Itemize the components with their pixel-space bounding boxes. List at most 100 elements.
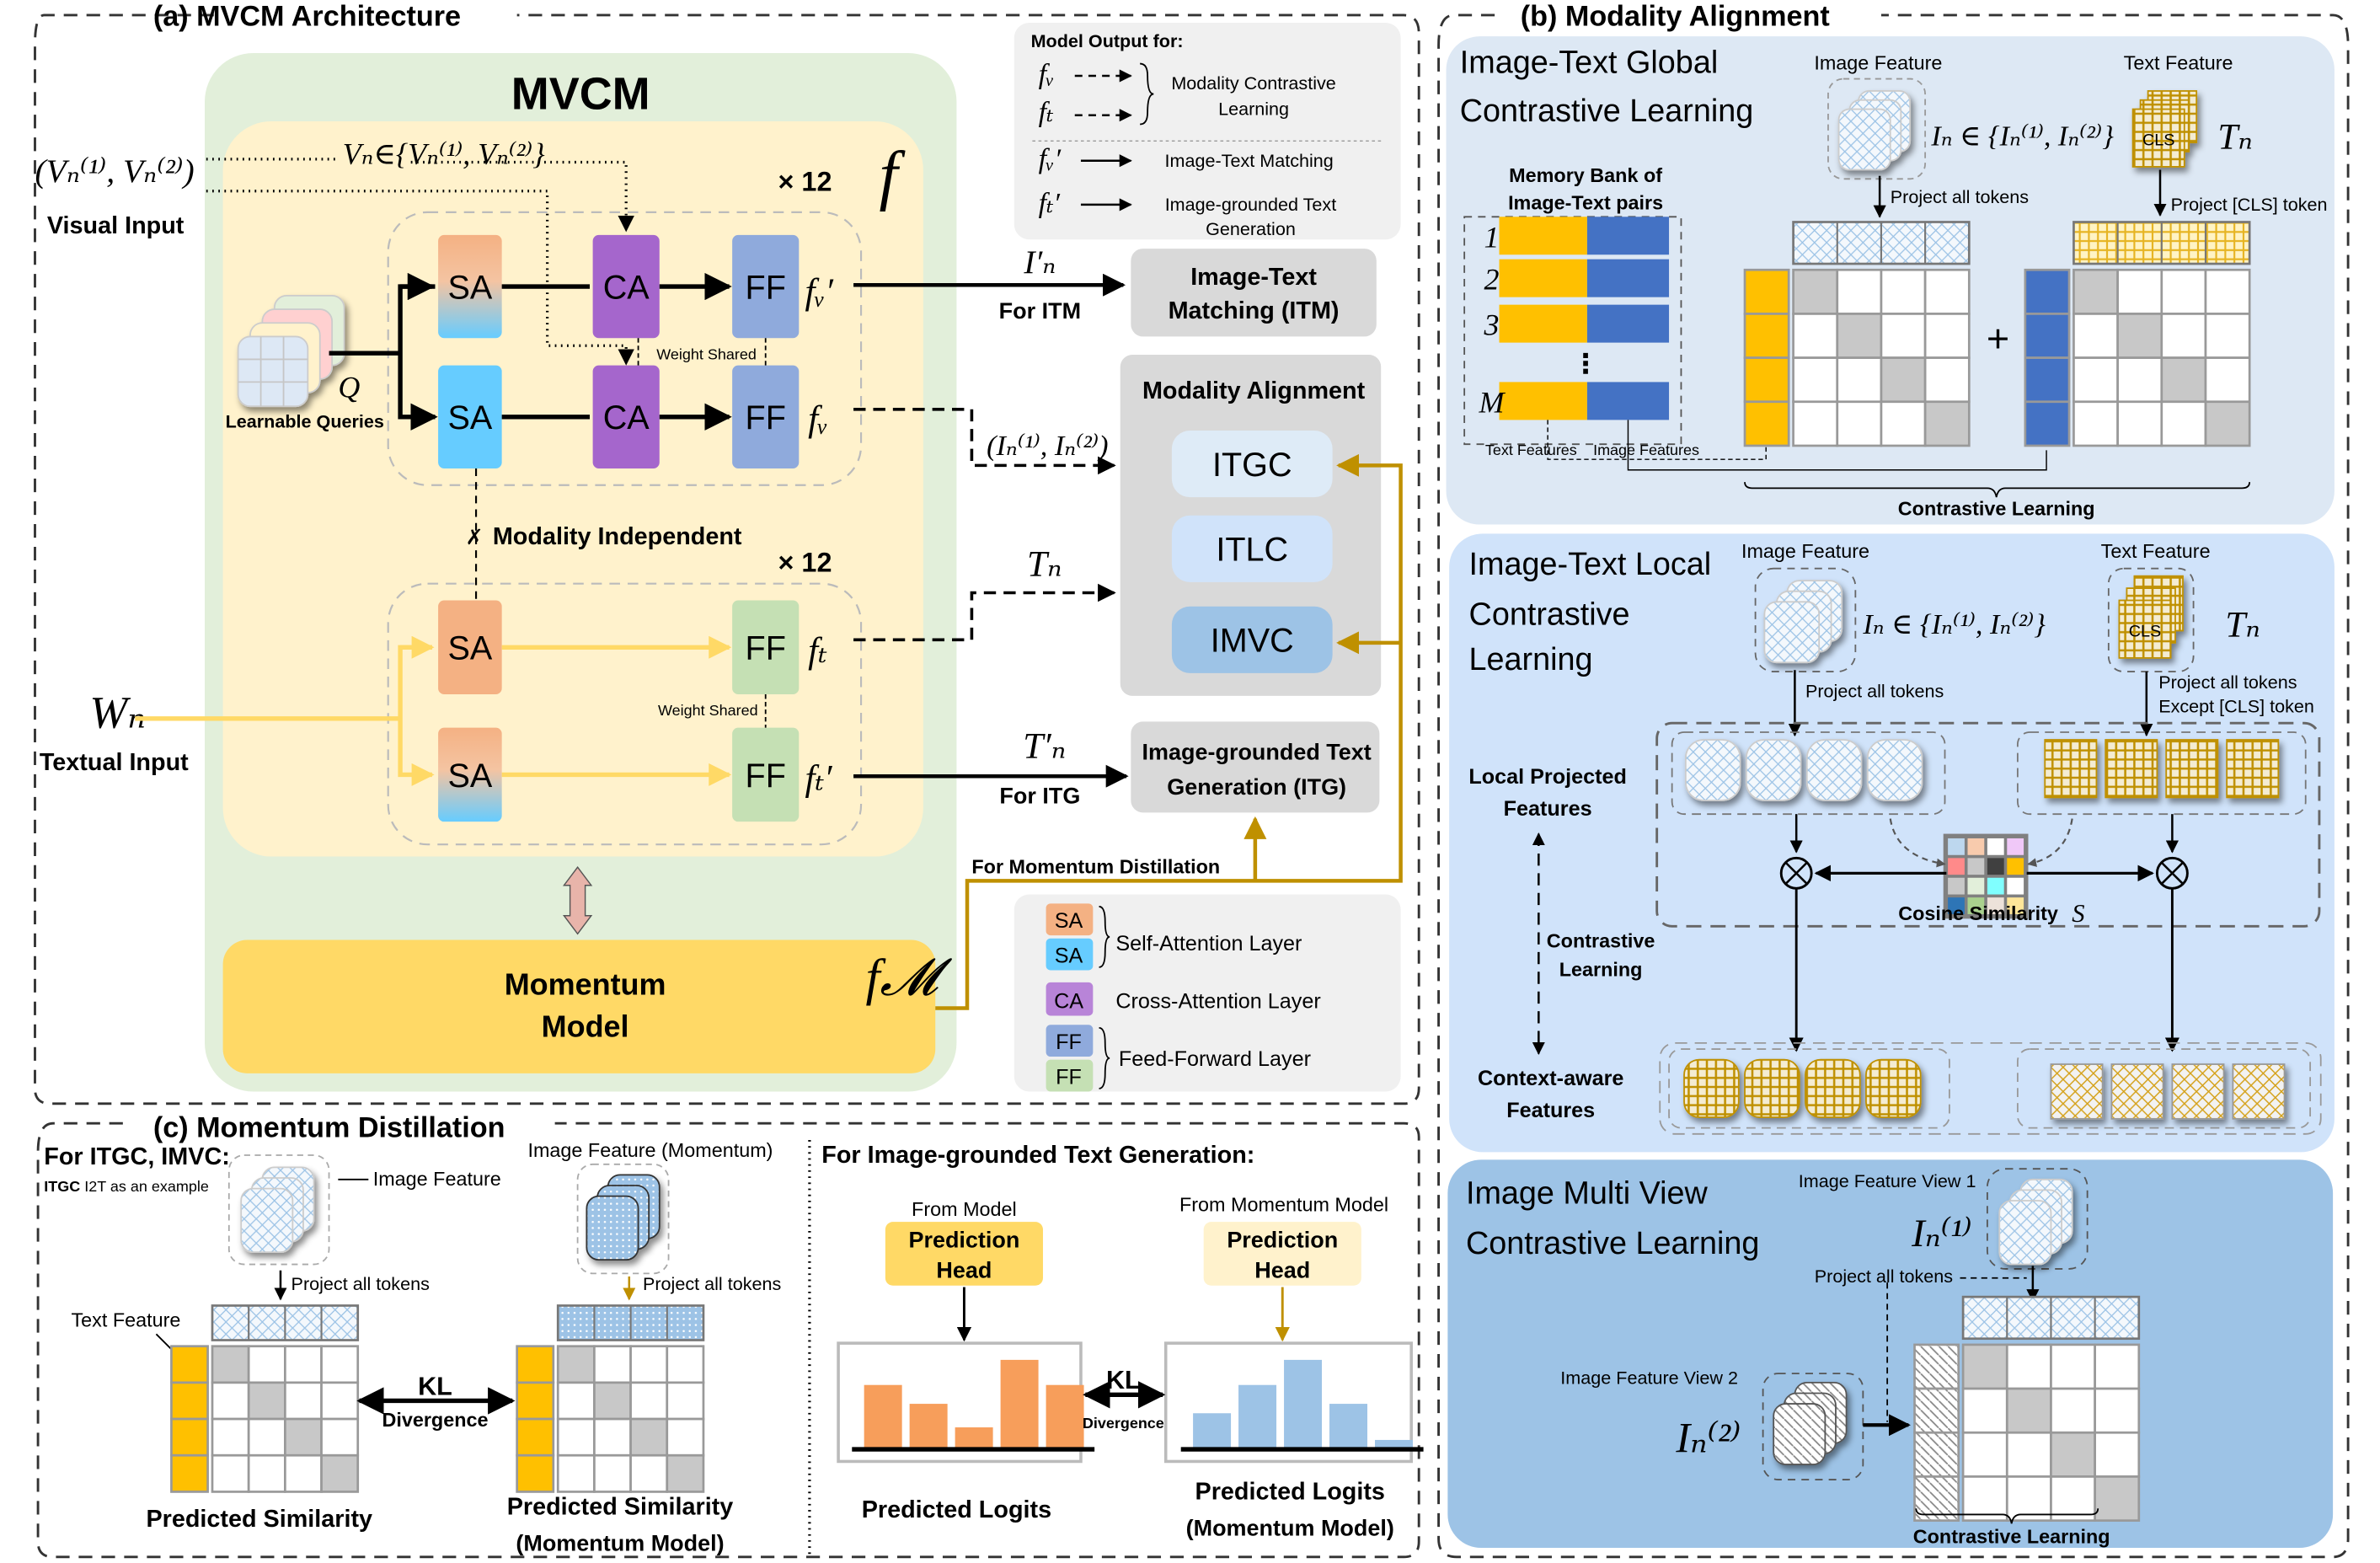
svg-text:From Model: From Model [912, 1198, 1017, 1220]
bank-text-feature [1499, 217, 1587, 255]
logit-bar [1000, 1359, 1039, 1448]
for-momentum-label: For Momentum Distillation [971, 855, 1220, 877]
text-feature-icon [2107, 567, 2195, 672]
negative-pair-cell [593, 1417, 632, 1457]
repeat-label-top: × 12 [778, 167, 832, 197]
bank-row-index: 2 [1484, 263, 1500, 297]
momentum-image-feature-icon [576, 1163, 670, 1275]
bank-row-index: 3 [1484, 308, 1500, 342]
svg-text:Contrastive Learning: Contrastive Learning [1913, 1526, 2110, 1548]
svg-text:Project all tokens: Project all tokens [291, 1273, 431, 1294]
svg-text:CA: CA [1054, 989, 1083, 1013]
svg-text:SA: SA [447, 757, 492, 795]
panel-b-title: (b) Modality Alignment [1521, 1, 1830, 33]
itg-box [1131, 721, 1380, 813]
svg-text:KL: KL [418, 1372, 452, 1400]
context-text-tokens [2050, 1063, 2286, 1120]
bank-text-feature [1499, 259, 1587, 297]
query-token-cell [2024, 313, 2071, 359]
ca-block [592, 365, 660, 468]
svg-text:Learning: Learning [1559, 959, 1643, 981]
svg-text:Image-Text Global: Image-Text Global [1460, 45, 1718, 80]
svg-text:Head: Head [936, 1258, 992, 1283]
negative-pair-cell [556, 1453, 596, 1493]
svg-text:KL: KL [1106, 1366, 1141, 1394]
svg-text:Head: Head [1254, 1258, 1310, 1283]
svg-text:Iₙ ∈ {Iₙ⁽¹⁾, Iₙ⁽²⁾}: Iₙ ∈ {Iₙ⁽¹⁾, Iₙ⁽²⁾} [1930, 121, 2114, 153]
negative-pair-cell [666, 1345, 705, 1384]
svg-text:fₜ′: fₜ′ [1039, 188, 1061, 219]
negative-pair-cell [1792, 400, 1839, 447]
similarity-cell [2007, 838, 2024, 855]
negative-pair-cell [1880, 400, 1927, 447]
positive-pair-cell [320, 1453, 360, 1493]
similarity-cell [2007, 858, 2024, 875]
positive-pair-cell [1880, 356, 1927, 404]
negative-pair-cell [556, 1417, 596, 1457]
negative-pair-cell [2160, 400, 2207, 447]
positive-pair-cell [629, 1417, 669, 1457]
negative-pair-cell [1836, 268, 1883, 315]
text-layer-stack [387, 582, 863, 846]
itgc-section: Image-Text Global Contrastive Learning I… [1446, 36, 2335, 525]
layer-legend [1014, 894, 1401, 1092]
svg-text:Contrastive Learning: Contrastive Learning [1898, 498, 2095, 520]
svg-text:Image Feature: Image Feature [373, 1168, 501, 1190]
ca-block [592, 234, 660, 339]
svg-text:Image-Text pairs: Image-Text pairs [1508, 191, 1663, 213]
svg-text:Predicted Similarity: Predicted Similarity [507, 1493, 734, 1520]
negative-pair-cell [247, 1345, 286, 1384]
negative-pair-cell [211, 1381, 250, 1421]
svg-text:Except [CLS] token: Except [CLS] token [2158, 696, 2314, 717]
negative-pair-cell [320, 1417, 360, 1457]
negative-pair-cell [320, 1381, 360, 1421]
query-token-cell [516, 1417, 555, 1457]
query-token-cell [1913, 1387, 1960, 1434]
positive-pair-cell [284, 1417, 323, 1457]
text-token [2165, 739, 2219, 799]
similarity-cell [1987, 838, 2004, 855]
x-mark-icon: ✗ [465, 526, 483, 549]
similarity-cell [1967, 838, 1985, 855]
positive-pair-cell [1961, 1343, 2008, 1390]
svg-text:Image Feature View 2: Image Feature View 2 [1560, 1368, 1738, 1389]
svg-text:CA: CA [603, 399, 650, 436]
svg-text:Image-grounded Text: Image-grounded Text [1142, 739, 1372, 764]
similarity-cell [1967, 877, 1985, 895]
negative-pair-cell [2094, 1387, 2141, 1434]
svg-text:SA: SA [1055, 945, 1083, 968]
negative-pair-cell [2005, 1431, 2052, 1478]
svg-text:Project all tokens: Project all tokens [1805, 681, 1944, 702]
svg-text:(Momentum Model): (Momentum Model) [516, 1531, 724, 1556]
negative-pair-cell [2072, 356, 2119, 404]
query-token-cell [170, 1381, 209, 1421]
sa-block [438, 600, 502, 695]
positive-pair-cell [666, 1453, 705, 1493]
svg-text:Text Features: Text Features [1485, 442, 1577, 458]
svg-text:(Momentum Model): (Momentum Model) [1186, 1516, 1394, 1541]
image-token [1866, 739, 1923, 801]
learnable-queries-label: Learnable Queries [226, 410, 384, 431]
query-token-cell [1743, 400, 1790, 447]
negative-pair-cell [2204, 313, 2251, 359]
positive-pair-cell [211, 1345, 250, 1384]
similarity-cell [1987, 897, 2004, 914]
svg-text:fᵥ: fᵥ [1039, 59, 1055, 90]
itgc-note: ITGC I2T as an example [44, 1178, 209, 1195]
query-token-cell [516, 1453, 555, 1493]
svg-text:FF: FF [746, 757, 786, 795]
imvc-section: Image Multi View Contrastive Learning Im… [1447, 1159, 2334, 1549]
negative-pair-cell [2204, 268, 2251, 315]
mvcm-title: MVCM [511, 69, 650, 120]
svg-text:Image Feature: Image Feature [1814, 52, 1942, 74]
negative-pair-cell [1836, 356, 1883, 404]
positive-pair-cell [2005, 1387, 2052, 1434]
svg-text:Text Feature: Text Feature [71, 1309, 180, 1330]
bank-text-feature [1499, 382, 1587, 420]
negative-pair-cell [2050, 1387, 2096, 1434]
query-token-cell [2024, 400, 2071, 447]
svg-text:Predicted Logits: Predicted Logits [1195, 1478, 1385, 1505]
svg-text:FF: FF [746, 399, 786, 436]
panel-b-modality-alignment: (b) Modality Alignment Image-Text Global… [1437, 1, 2350, 1559]
